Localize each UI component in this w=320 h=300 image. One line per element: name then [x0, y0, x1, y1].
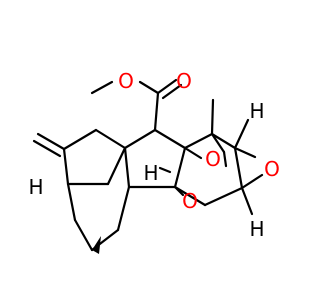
bridge-oxygen-upper-label: O	[205, 147, 221, 171]
methyl-ester-bonds	[90, 78, 183, 132]
bridge-oxygen-lower-label: O	[182, 189, 198, 213]
wedge-bond	[92, 236, 101, 254]
central-ring-bonds	[127, 128, 187, 189]
structure-drawing: O O O O O H H H H	[28, 69, 280, 254]
methylene-bonds	[32, 132, 66, 158]
epoxide-oxygen-label: O	[264, 157, 280, 181]
hydrogen-center-label: H	[143, 161, 158, 185]
hydrogen-top-right-label: H	[249, 99, 264, 123]
left-ring-bonds	[62, 128, 157, 252]
ester-oxygen-single-label: O	[118, 69, 134, 93]
ester-oxygen-carbonyl-label: O	[176, 69, 192, 93]
right-cage-bonds	[173, 98, 264, 216]
hydrogen-left-label: H	[28, 175, 43, 199]
hydrogen-bottom-right-label: H	[249, 217, 264, 241]
molecule-canvas: O O O O O H H H H	[28, 69, 280, 254]
